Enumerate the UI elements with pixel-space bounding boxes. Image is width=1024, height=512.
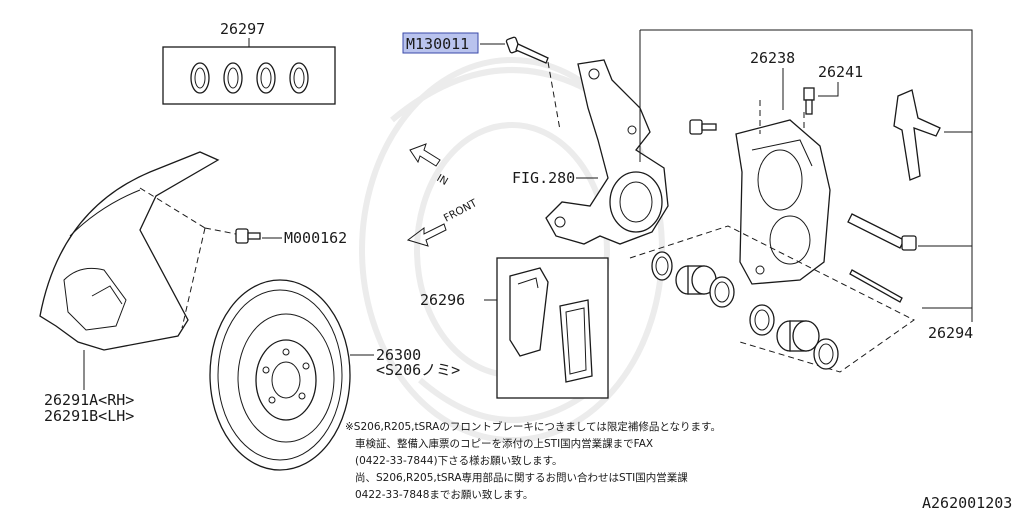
- label-shield-rh[interactable]: 26291A<RH>: [44, 391, 134, 409]
- note-line-1: ※S206,R205,tSRAのフロントブレーキにつきましては限定補修品となりま…: [345, 420, 721, 433]
- label-bleeder[interactable]: 26238: [750, 49, 795, 67]
- label-bleeder-cap[interactable]: 26241: [818, 63, 863, 81]
- caliper-mount-bolt[interactable]: [689, 119, 717, 135]
- label-rotor-note[interactable]: <S206ノミ>: [376, 361, 460, 379]
- note-line-5: 0422-33-7848までお願い致します。: [355, 488, 533, 501]
- bleeder-screw[interactable]: [803, 87, 815, 115]
- piston-lower-set[interactable]: [749, 304, 839, 370]
- snap-ring-kit[interactable]: [162, 46, 336, 105]
- label-dir-in: IN: [435, 172, 450, 188]
- brake-caliper[interactable]: [735, 119, 831, 285]
- pad-pin-long[interactable]: [847, 213, 917, 251]
- note-line-4: 尚、S206,R205,tSRA専用部品に関するお問い合わせはSTI国内営業課: [355, 471, 688, 484]
- label-dir-front: FRONT: [442, 197, 480, 225]
- label-snap-ring-kit[interactable]: 26297: [220, 20, 265, 38]
- steering-knuckle[interactable]: [545, 59, 669, 245]
- pad-pin-short[interactable]: [849, 269, 903, 303]
- brake-pad-set[interactable]: [496, 257, 609, 399]
- note-line-3: (0422-33-7844)下さる様お願い致します。: [355, 454, 563, 467]
- label-pad-set[interactable]: 26296: [420, 291, 465, 309]
- piston-upper-set[interactable]: [651, 251, 735, 308]
- figure-id: A262001203: [922, 494, 1012, 512]
- label-bolt-shield[interactable]: M000162: [284, 229, 347, 247]
- brake-rotor[interactable]: [209, 279, 351, 471]
- highlight-box: [402, 32, 479, 54]
- dust-shield[interactable]: [39, 151, 220, 351]
- notes-block: ※S206,R205,tSRAのフロントブレーキにつきましては限定補修品となりま…: [345, 420, 721, 501]
- label-rotor[interactable]: 26300: [376, 346, 421, 364]
- label-shield-lh[interactable]: 26291B<LH>: [44, 407, 134, 425]
- knuckle-bolt[interactable]: [505, 36, 549, 64]
- direction-front-arrow: [406, 223, 447, 247]
- note-line-2: 車検証、整備入庫票のコピーを添付の上STI国内営業課までFAX: [355, 437, 653, 450]
- label-bolt-highlighted[interactable]: M130011: [406, 35, 469, 53]
- direction-in-arrow: [409, 143, 441, 167]
- pad-spring[interactable]: [893, 89, 941, 181]
- shield-bolt[interactable]: [235, 228, 261, 244]
- label-knuckle-ref[interactable]: FIG.280: [512, 169, 575, 187]
- label-caliper-assy[interactable]: 26294: [928, 324, 973, 342]
